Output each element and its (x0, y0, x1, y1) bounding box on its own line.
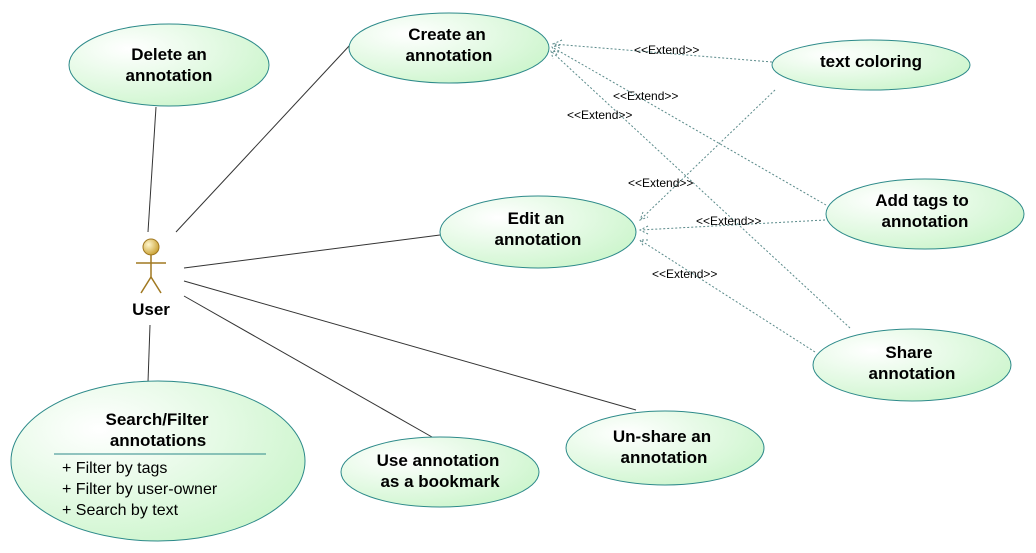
assoc-unshare (183, 280, 637, 411)
use-case-label: annotation (882, 212, 969, 231)
use-case-label: Add tags to (875, 191, 969, 210)
extend-label-1: <<Extend>> (634, 43, 699, 57)
use-case-unshare-annotation[interactable]: Un-share an annotation (565, 410, 765, 486)
use-case-label: annotation (621, 448, 708, 467)
association-lines (147, 44, 637, 438)
extend-label-4: <<Extend>> (628, 176, 693, 190)
extend-arrow-share-edit (639, 239, 648, 248)
extend-label-3: <<Extend>> (567, 108, 632, 122)
extend-arrow-coloring-create (551, 39, 563, 50)
actor-right-leg (150, 276, 162, 294)
extend-arrow-coloring-edit (639, 211, 649, 221)
extend-arrow-share-create (550, 50, 560, 60)
search-feature-item: + Search by text (62, 502, 179, 519)
actor-label: User (132, 300, 170, 319)
assoc-bookmark (183, 295, 433, 438)
use-case-edit-annotation[interactable]: Edit an annotation (439, 195, 637, 269)
extend-relationships: <<Extend>> <<Extend>> <<Extend>> <<Exten… (550, 39, 851, 353)
extend-arrow-tags-create (551, 44, 561, 56)
use-case-label: Un-share an (613, 427, 711, 446)
actor-left-leg (140, 276, 152, 294)
extend-line-coloring-edit (639, 89, 776, 221)
actor-user[interactable]: User (132, 238, 170, 319)
use-case-label: Use annotation (377, 451, 500, 470)
use-case-label: as a bookmark (380, 472, 500, 491)
use-case-label: Edit an (508, 209, 565, 228)
assoc-search (147, 324, 151, 383)
extend-label-6: <<Extend>> (652, 267, 717, 281)
use-case-label: Delete an (131, 45, 207, 64)
use-case-delete-annotation[interactable]: Delete an annotation (68, 23, 270, 107)
extend-line-coloring-create (552, 43, 773, 63)
search-feature-item: + Filter by user-owner (62, 481, 218, 498)
assoc-edit (183, 234, 441, 269)
use-case-label: annotation (869, 364, 956, 383)
use-case-text-coloring[interactable]: text coloring (771, 39, 971, 91)
use-case-label: annotation (406, 46, 493, 65)
extend-line-share-edit (639, 239, 816, 353)
use-case-share-annotation[interactable]: Share annotation (812, 328, 1012, 402)
search-feature-item: + Filter by tags (62, 460, 167, 477)
actor-head (142, 238, 160, 256)
use-case-label: annotations (110, 431, 206, 450)
use-case-use-as-bookmark[interactable]: Use annotation as a bookmark (340, 436, 540, 508)
extend-label-2: <<Extend>> (613, 89, 678, 103)
use-case-create-annotation[interactable]: Create an annotation (348, 12, 550, 84)
extend-arrow-tags-edit (638, 225, 649, 235)
use-case-add-tags[interactable]: Add tags to annotation (825, 178, 1025, 250)
extend-line-share-create (550, 50, 851, 329)
use-case-label: annotation (126, 66, 213, 85)
extend-line-tags-create (551, 46, 827, 206)
use-case-label: Search/Filter (106, 410, 209, 429)
assoc-delete (147, 106, 157, 233)
use-case-label: Share (885, 343, 932, 362)
use-case-label: annotation (495, 230, 582, 249)
extend-label-5: <<Extend>> (696, 214, 761, 228)
extend-line-tags-edit (639, 219, 826, 231)
use-case-label: text coloring (820, 52, 922, 71)
use-case-label: Create an (408, 25, 485, 44)
assoc-create (175, 44, 351, 233)
use-case-search-filter[interactable]: Search/Filter annotations + Filter by ta… (10, 380, 306, 542)
